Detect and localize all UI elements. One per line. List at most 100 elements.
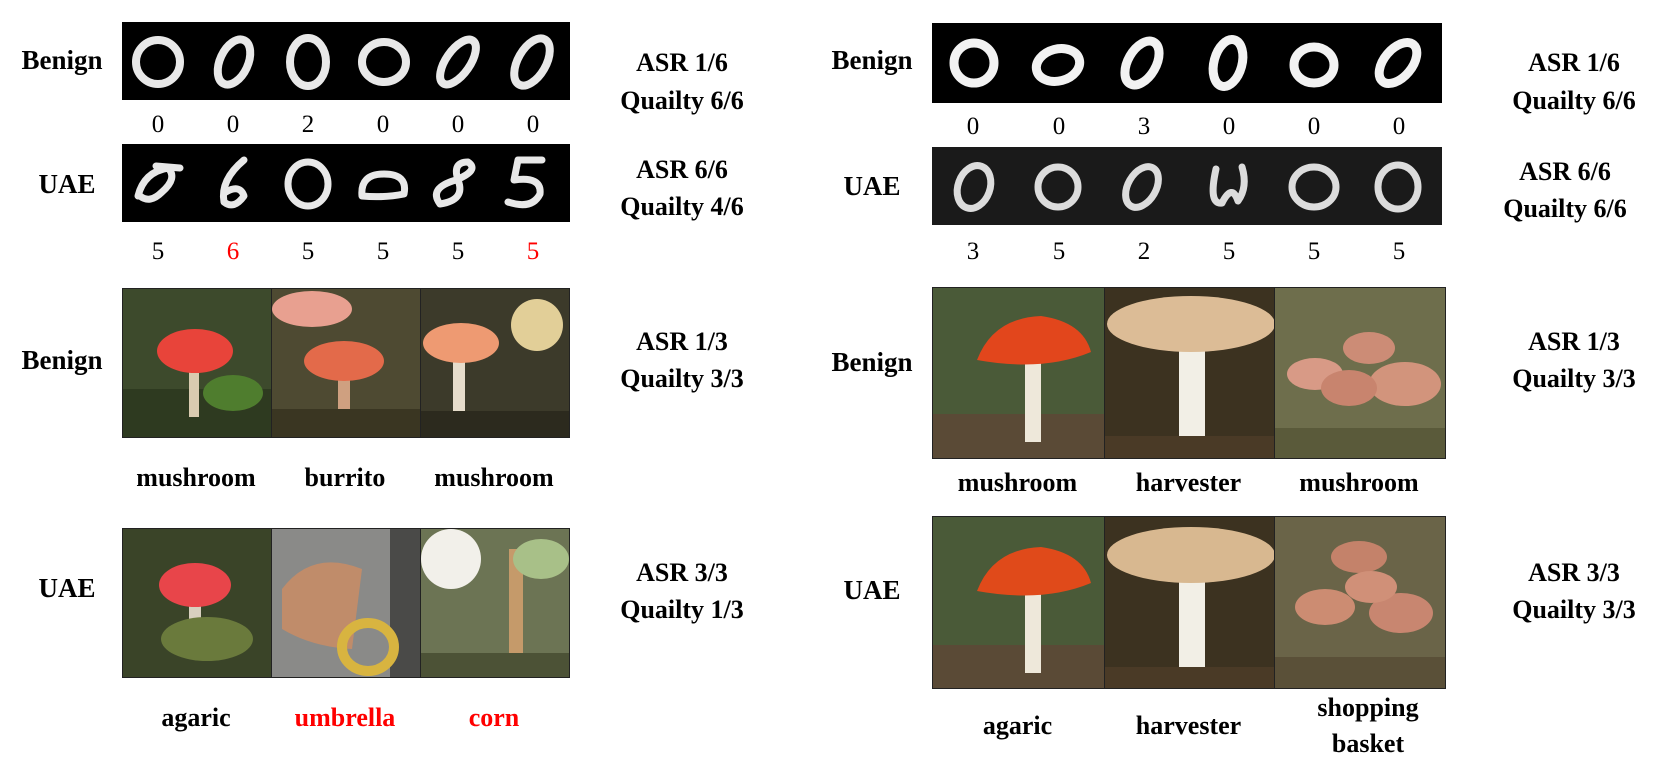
photo-strip-benign [122,288,570,438]
digit-image [510,34,554,90]
asr-uae-digits: ASR 6/6 [636,155,728,184]
digit-image [953,162,995,212]
mushroom-photo [932,516,1105,689]
digit-image [358,38,410,86]
mushroom-photo [932,287,1105,459]
row-label-uae-photos: UAE [38,573,96,603]
umbrella-photo [271,528,421,678]
asr-benign-digits: ASR 1/6 [636,48,728,77]
prediction-label: 2 [1137,238,1151,265]
prediction-label: 3 [1137,113,1151,140]
mushroom-photo [1274,516,1446,689]
prediction-label: corn [468,703,520,732]
digit-image [1288,163,1340,211]
prediction-label: 0 [966,113,980,140]
digit-image [1374,161,1422,213]
quality-benign-digits: Quailty 6/6 [1512,86,1636,115]
prediction-label: 2 [301,111,315,138]
row-label-benign-digits: Benign [831,45,913,75]
prediction-label: 6 [226,238,240,265]
prediction-label: 0 [1307,113,1321,140]
asr-uae-digits: ASR 6/6 [1519,157,1611,186]
mushroom-photo [122,288,272,438]
quality-uae-digits: Quailty 4/6 [620,192,744,221]
digit-image [213,35,255,89]
row-label-uae-digits: UAE [843,171,901,201]
prediction-label: mushroom [136,463,256,492]
prediction-label: 5 [376,238,390,265]
prediction-label: 0 [1222,113,1236,140]
prediction-label: shopping basket [1317,693,1419,758]
asr-benign-photos: ASR 1/3 [1528,327,1620,356]
digit-image [358,170,409,201]
prediction-label: umbrella [294,703,396,732]
prediction-label: mushroom [1299,468,1419,497]
digit-image [1031,44,1085,86]
digit-image [1209,163,1248,207]
digit-image [949,38,999,88]
asr-uae-photos: ASR 3/3 [1528,558,1620,587]
quality-benign-photos: Quailty 3/3 [620,364,744,393]
digit-image [1374,38,1422,88]
digit-strip-uae [122,144,570,222]
mushroom-photo [1274,287,1446,459]
mushroom-photo [1104,516,1275,689]
digit-image [433,158,476,208]
prediction-label: 0 [1052,113,1066,140]
prediction-label: 5 [151,238,165,265]
digit-image [504,156,546,209]
digit-image [284,158,332,210]
prediction-label: 0 [226,111,240,138]
digit-image [132,36,184,88]
row-label-uae-digits: UAE [38,169,96,199]
row-label-benign-photos: Benign [831,347,913,377]
prediction-label: 0 [526,111,540,138]
prediction-label: 5 [1392,238,1406,265]
asr-benign-digits: ASR 1/6 [1528,48,1620,77]
prediction-label: 5 [301,238,315,265]
digit-image [1208,35,1248,91]
digit-strip-benign [932,23,1442,103]
mushroom-photo [271,288,421,438]
prediction-label: mushroom [957,468,1078,497]
digit-strip-uae [932,147,1442,225]
digit-strip-benign [122,22,570,100]
prediction-label: 5 [451,238,465,265]
mushroom-photo [420,288,570,438]
prediction-label: 5 [1052,238,1066,265]
digit-image [134,162,184,203]
digit-image [436,35,480,89]
mushroom-photo [1104,287,1275,459]
prediction-label: 0 [1392,113,1406,140]
prediction-label: burrito [304,463,386,492]
digit-image [1034,163,1082,211]
digit-image [1289,42,1339,88]
quality-uae-digits: Quailty 6/6 [1503,194,1627,223]
quality-uae-photos: Quailty 3/3 [1512,595,1636,624]
prediction-label: mushroom [434,463,554,492]
digit-image [219,156,248,209]
prediction-label: harvester [1135,468,1242,497]
row-label-benign-photos: Benign [21,345,103,375]
prediction-label: 0 [151,111,165,138]
asr-uae-photos: ASR 3/3 [636,558,728,587]
corn-photo [420,528,570,678]
photo-strip-benign [932,287,1452,459]
digit-image [1120,36,1164,90]
prediction-label: 5 [526,238,540,265]
quality-uae-photos: Quailty 1/3 [620,595,744,624]
prediction-label: 0 [376,111,390,138]
prediction-label: agaric [982,711,1053,740]
row-label-uae-photos: UAE [843,575,901,605]
prediction-label: harvester [1135,711,1242,740]
photo-strip-uae [122,528,570,678]
quality-benign-digits: Quailty 6/6 [620,86,744,115]
prediction-label: 5 [1222,238,1236,265]
asr-benign-photos: ASR 1/3 [636,327,728,356]
quality-benign-photos: Quailty 3/3 [1512,364,1636,393]
mushroom-photo [122,528,272,678]
prediction-label: 3 [966,238,980,265]
digit-image [286,34,330,90]
prediction-label: 0 [451,111,465,138]
photo-strip-uae [932,516,1452,690]
